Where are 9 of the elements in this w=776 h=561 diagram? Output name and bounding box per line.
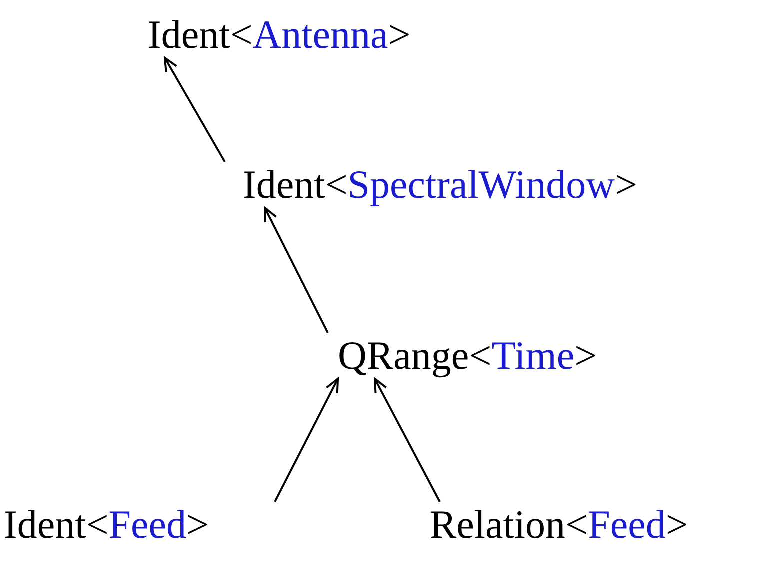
arrow xyxy=(374,378,441,502)
type-label: QRange<Time> xyxy=(338,333,598,379)
type-label: Relation<Feed> xyxy=(430,502,688,548)
type-label: Ident<SpectralWindow> xyxy=(243,162,638,208)
arrow xyxy=(164,57,226,162)
type-label: Ident<Antenna> xyxy=(148,12,411,58)
arrow xyxy=(264,207,329,334)
arrow xyxy=(274,378,339,502)
type-label: Ident<Feed> xyxy=(4,502,210,548)
